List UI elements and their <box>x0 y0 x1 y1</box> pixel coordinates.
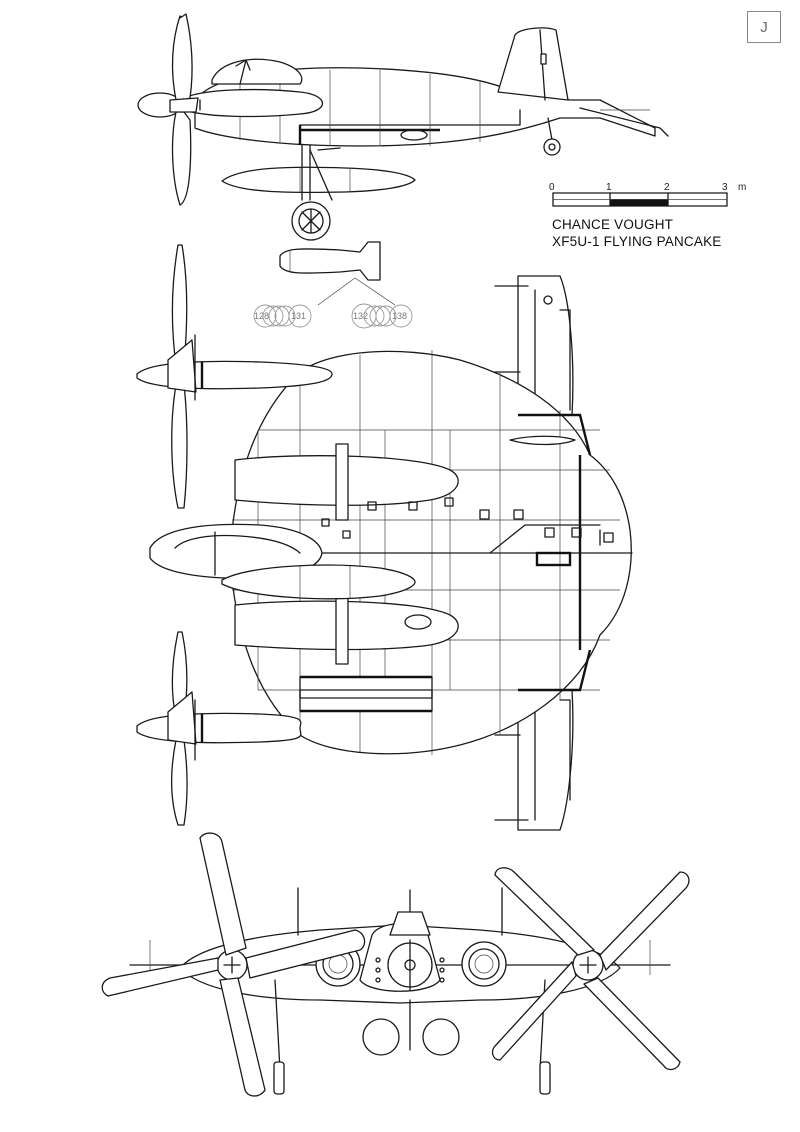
scale-tick-0: 0 <box>549 182 555 193</box>
scale-bar: 0 1 2 3 m <box>549 182 746 207</box>
scale-unit: m <box>738 182 746 193</box>
side-view <box>137 13 669 241</box>
aircraft-maker-title: CHANCE VOUGHT <box>552 217 674 232</box>
ordnance-detail: 128 131 132 138 <box>253 241 413 329</box>
store-label-131: 131 <box>291 311 306 321</box>
store-label-128: 128 <box>254 311 269 321</box>
front-view <box>101 832 690 1097</box>
scale-tick-1: 1 <box>606 182 612 193</box>
store-cluster-left: 128 131 <box>253 304 312 328</box>
top-view <box>136 244 633 831</box>
scale-tick-2: 2 <box>664 182 670 193</box>
aircraft-model-title: XF5U-1 FLYING PANCAKE <box>552 234 722 249</box>
sheet-corner-mark: J <box>747 11 781 43</box>
store-label-138: 138 <box>392 311 407 321</box>
scale-tick-3: 3 <box>722 182 728 193</box>
store-cluster-right: 132 138 <box>351 303 413 329</box>
store-label-132: 132 <box>353 311 368 321</box>
